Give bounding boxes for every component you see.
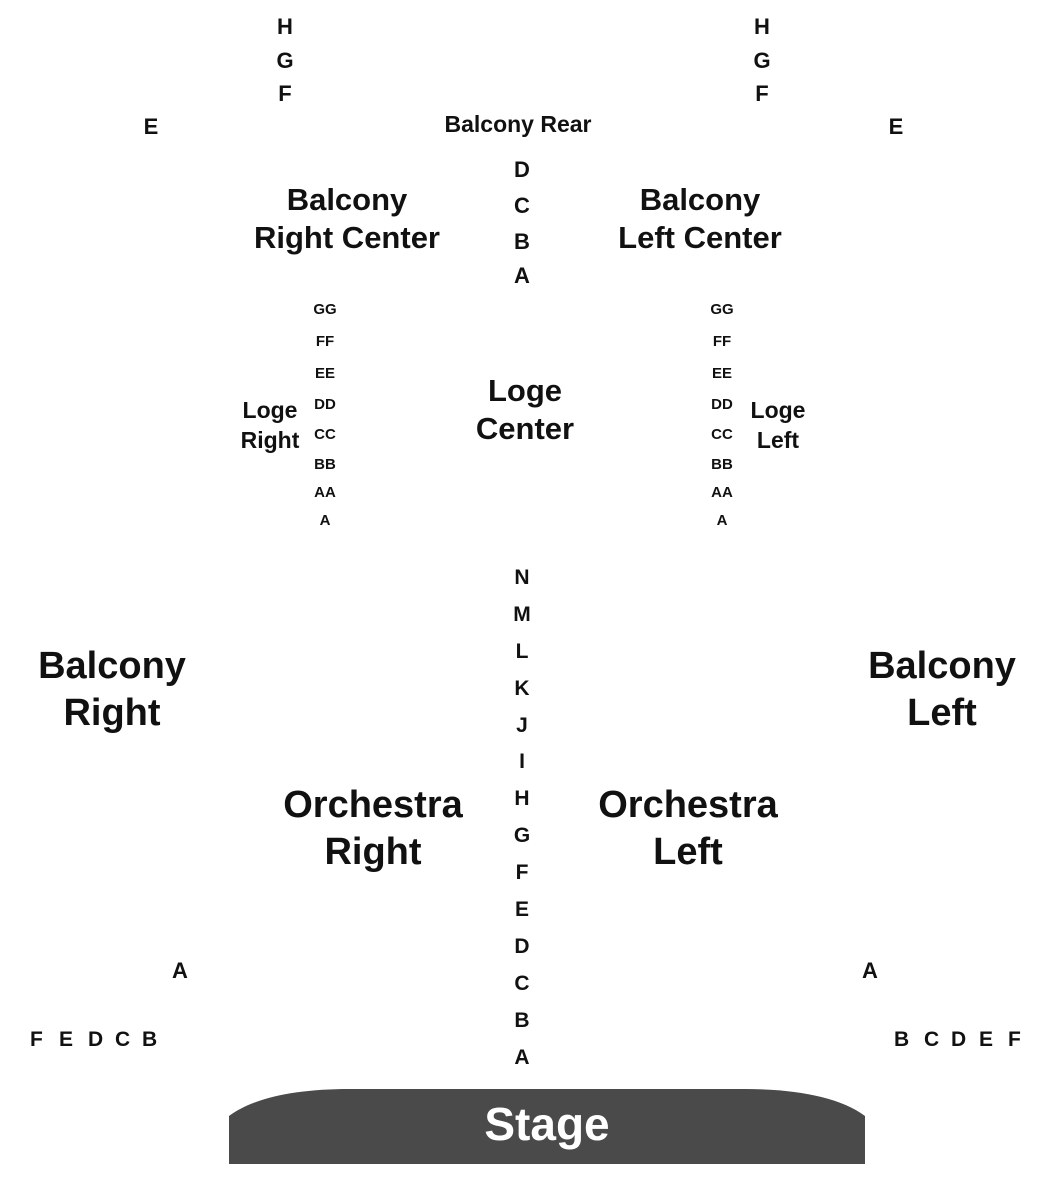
row-label: F: [515, 861, 529, 885]
balcony-rear-side-row-right: E: [888, 114, 904, 139]
section-balcony-left[interactable]: Balcony Left: [868, 643, 1016, 737]
section-orchestra-right[interactable]: Orchestra Right: [283, 782, 463, 876]
row-label: L: [515, 639, 529, 663]
row-label: B: [514, 1008, 530, 1032]
row-label: BB: [711, 456, 733, 473]
section-label-line: Balcony: [286, 182, 408, 217]
row-label: D: [951, 1028, 967, 1051]
section-balcony-rear-label[interactable]: Balcony Rear: [444, 111, 592, 137]
row-label: B: [142, 1028, 158, 1051]
row-label: AA: [314, 484, 336, 501]
row-label: DD: [314, 396, 336, 413]
section-label-line: Left: [907, 692, 977, 734]
row-label: BB: [314, 456, 336, 473]
section-balcony-left-center[interactable]: Balcony Left Center: [618, 181, 782, 257]
section-label-line: Left: [756, 427, 800, 453]
balcony-rear-left-rows: H G F: [276, 14, 293, 115]
section-label-line: Balcony: [868, 645, 1016, 687]
row-label: D: [514, 157, 530, 182]
row-label: C: [924, 1028, 940, 1051]
row-label: D: [514, 934, 530, 958]
row-label: H: [514, 787, 530, 811]
balcony-rear-side-row-left: E: [143, 114, 159, 139]
section-label-line: Right: [324, 831, 422, 873]
row-label: CC: [711, 426, 733, 443]
section-loge-left[interactable]: Loge Left: [751, 395, 806, 455]
row-label: FF: [315, 333, 335, 350]
row-label: B: [514, 229, 530, 254]
section-loge-right[interactable]: Loge Right: [241, 395, 300, 455]
section-label-line: Orchestra: [598, 784, 778, 826]
section-loge-center[interactable]: Loge Center: [476, 372, 574, 448]
section-orchestra-left[interactable]: Orchestra Left: [598, 782, 778, 876]
stage-shape: [229, 1089, 865, 1164]
row-label: G: [513, 824, 531, 848]
row-label: F: [278, 81, 292, 106]
section-label-line: Loge: [242, 397, 298, 423]
section-label-line: Balcony: [639, 182, 761, 217]
row-label: F: [755, 81, 769, 106]
row-label: E: [514, 898, 529, 922]
row-label: A: [319, 512, 331, 529]
row-label: E: [59, 1028, 74, 1051]
row-label: DD: [711, 396, 733, 413]
section-label-line: Loge: [750, 397, 806, 423]
section-label-line: Right Center: [254, 220, 440, 255]
row-label: EE: [711, 365, 732, 382]
row-label: A: [514, 1045, 530, 1069]
row-label: F: [1008, 1028, 1021, 1051]
section-balcony-right[interactable]: Balcony Right: [38, 643, 186, 737]
balcony-rear-right-rows: H G F: [753, 14, 770, 115]
section-label-line: Left: [653, 831, 723, 873]
section-label-line: Left Center: [618, 220, 782, 255]
row-label: CC: [314, 426, 336, 443]
row-label: F: [30, 1028, 43, 1051]
balcony-left-front-row: A: [862, 958, 878, 983]
section-label-line: Right: [240, 427, 300, 453]
section-label-line: Center: [475, 411, 575, 446]
row-label: D: [88, 1028, 104, 1051]
row-label: E: [979, 1028, 994, 1051]
row-label: C: [514, 193, 530, 218]
row-label: A: [716, 512, 728, 529]
section-balcony-right-center[interactable]: Balcony Right Center: [254, 181, 440, 257]
row-label: B: [894, 1028, 910, 1051]
row-label: GG: [313, 301, 337, 318]
row-label: G: [753, 47, 771, 73]
row-label: AA: [711, 484, 733, 501]
stage-shape-path: [229, 1089, 865, 1164]
orchestra-rows: N M L K J I H G F E D C B A: [513, 566, 531, 1082]
balcony-right-front-row: A: [172, 958, 188, 983]
row-label: N: [514, 566, 530, 589]
row-label: EE: [314, 365, 335, 382]
loge-left-rows: GG FF EE DD CC BB AA A: [710, 301, 733, 542]
row-label: C: [115, 1028, 131, 1051]
row-label: G: [276, 47, 294, 73]
row-label: J: [516, 713, 528, 737]
row-label: H: [754, 14, 770, 39]
row-label: K: [514, 676, 530, 700]
row-label: H: [277, 14, 293, 39]
row-label: A: [514, 263, 530, 288]
row-label: GG: [710, 301, 734, 318]
section-label-line: Balcony: [38, 645, 186, 687]
section-label-line: Orchestra: [283, 784, 463, 826]
balcony-rear-center-rows: D C B A: [514, 153, 530, 293]
stage: Stage: [229, 1089, 865, 1164]
row-label: I: [519, 750, 525, 774]
row-label: C: [514, 971, 530, 995]
row-label: FF: [712, 333, 732, 350]
section-label-line: Loge: [487, 373, 563, 408]
loge-right-rows: GG FF EE DD CC BB AA A: [313, 301, 336, 542]
row-label: M: [513, 602, 531, 626]
section-label-line: Right: [63, 692, 161, 734]
stage-label: Stage: [484, 1098, 610, 1150]
